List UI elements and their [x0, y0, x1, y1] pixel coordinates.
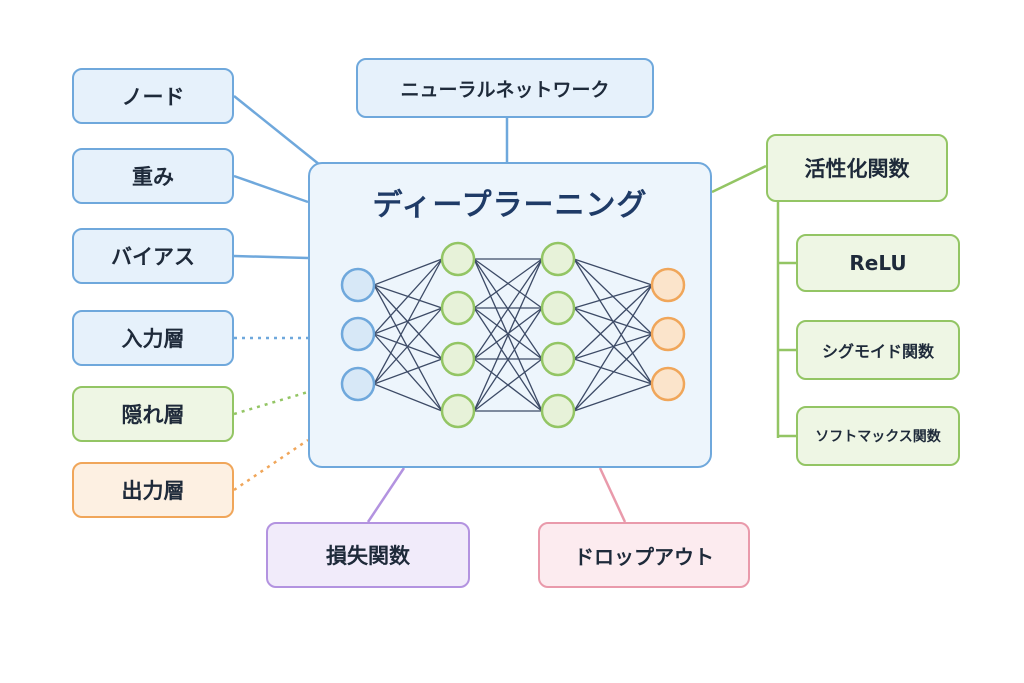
input-layer-label: 入力層: [121, 327, 185, 351]
hidden-neuron: [540, 290, 576, 326]
network-edge: [473, 258, 543, 309]
output-neuron: [650, 267, 686, 303]
hidden-neuron: [440, 341, 476, 377]
bias-box: バイアス: [72, 228, 234, 284]
softmax-box: ソフトマックス関数: [796, 406, 960, 466]
connector-node: [233, 95, 321, 166]
network-edge: [373, 333, 443, 412]
bias-label: バイアス: [111, 245, 195, 269]
hidden-neuron: [440, 290, 476, 326]
hidden-neuron: [440, 241, 476, 277]
neural-network-label: ニューラルネットワーク: [400, 78, 610, 101]
weight-label: 重み: [132, 165, 174, 189]
network-edge: [373, 358, 443, 385]
network-edge: [473, 307, 543, 412]
network-edge: [373, 284, 443, 412]
network-edge: [373, 383, 443, 412]
network-edge: [373, 307, 443, 385]
network-edge: [373, 258, 443, 286]
network-edge: [573, 333, 653, 360]
node-label: ノード: [121, 85, 185, 109]
dropout-box: ドロップアウト: [538, 522, 750, 588]
network-edge: [373, 258, 443, 335]
hidden-neuron: [440, 393, 476, 429]
output-layer-box: 出力層: [72, 462, 234, 518]
activation-function-label: 活性化関数: [804, 157, 910, 181]
connector-bias: [233, 254, 309, 260]
neural-network-graphic: [340, 241, 686, 429]
deep-learning-title: ディープラーニング: [372, 188, 648, 223]
connector-loss: [366, 467, 406, 523]
hidden-neuron: [540, 341, 576, 377]
hidden-layer-box: 隠れ層: [72, 386, 234, 442]
dropout-label: ドロップアウト: [574, 544, 714, 569]
input-layer-box: 入力層: [72, 310, 234, 366]
network-edge: [573, 284, 653, 360]
network-edge: [573, 284, 653, 309]
hidden-neuron: [540, 241, 576, 277]
relu-label: ReLU: [849, 251, 907, 275]
neural-network-box: ニューラルネットワーク: [356, 58, 654, 118]
network-edge: [573, 307, 653, 335]
activation-function-box: 活性化関数: [766, 134, 948, 202]
network-edge: [473, 258, 543, 360]
hidden-neuron: [540, 393, 576, 429]
network-edge: [473, 258, 543, 412]
node-box: ノード: [72, 68, 234, 124]
output-neuron: [650, 366, 686, 402]
connector-hidden-layer: [233, 390, 309, 416]
connector-weight: [233, 174, 309, 204]
hidden-layer-label: 隠れ層: [121, 403, 185, 427]
network-edge: [573, 383, 653, 412]
connector-dropout: [598, 467, 627, 523]
input-neuron: [340, 267, 376, 303]
network-edge: [573, 333, 653, 412]
loss-function-box: 損失関数: [266, 522, 470, 588]
input-neuron: [340, 366, 376, 402]
weight-box: 重み: [72, 148, 234, 204]
sigmoid-label: シグモイド関数: [821, 342, 934, 361]
network-edge: [473, 358, 543, 412]
connector-activation: [711, 164, 767, 194]
loss-function-label: 損失関数: [326, 544, 410, 568]
network-edge: [573, 358, 653, 385]
sigmoid-box: シグモイド関数: [796, 320, 960, 380]
output-layer-label: 出力層: [121, 479, 185, 503]
input-neuron: [340, 316, 376, 352]
network-edge: [573, 258, 653, 286]
network-edge: [373, 258, 443, 385]
connector-output-layer: [233, 438, 309, 492]
relu-box: ReLU: [796, 234, 960, 292]
deep-learning-card: ディープラーニング: [308, 162, 712, 468]
output-neuron: [650, 316, 686, 352]
softmax-label: ソフトマックス関数: [815, 429, 941, 445]
network-edge: [573, 284, 653, 412]
connector-activation-tree: [776, 202, 796, 438]
